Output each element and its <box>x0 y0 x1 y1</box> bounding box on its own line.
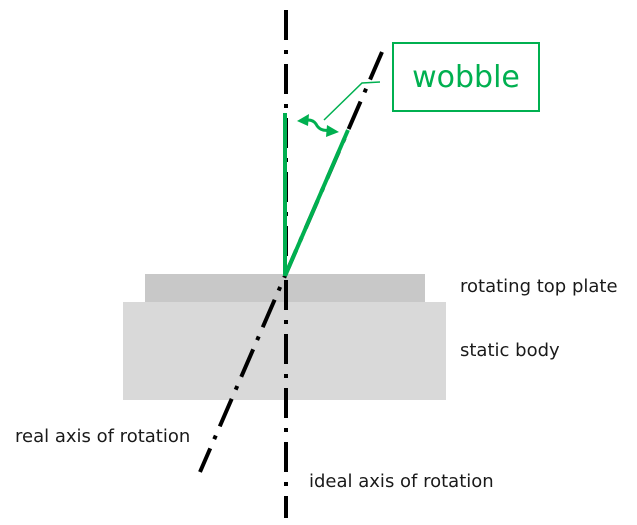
rotating-top-plate-label: rotating top plate <box>460 276 618 297</box>
tilted-position-green-line <box>283 129 350 277</box>
static-body-label: static body <box>460 340 560 361</box>
wobble-leader-line <box>323 81 381 121</box>
real-axis-label: real axis of rotation <box>15 426 191 447</box>
ideal-axis-label: ideal axis of rotation <box>309 471 494 492</box>
wobble-double-arrow-icon <box>297 114 339 137</box>
wobble-label-box: wobble <box>392 42 540 112</box>
